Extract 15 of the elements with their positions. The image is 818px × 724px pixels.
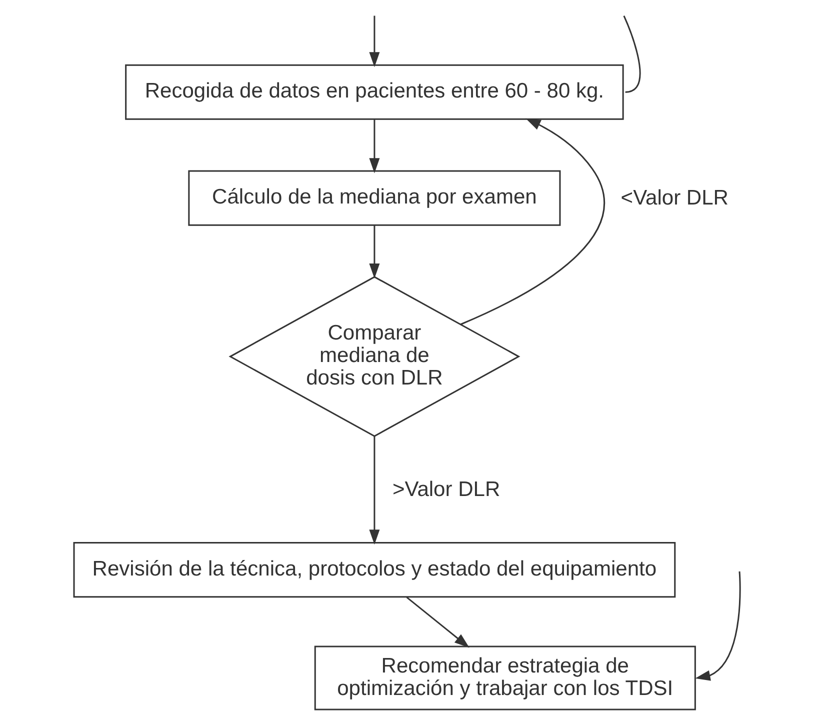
arrow — [369, 16, 380, 68]
node-box: Cálculo de la mediana por examen — [188, 170, 561, 226]
arrow — [406, 596, 470, 648]
arrow — [369, 225, 380, 279]
node-box: Recogida de datos en pacientes entre 60 - 80 kg. — [125, 64, 624, 120]
arrow — [369, 120, 380, 174]
edge-label: <Valor DLR — [620, 186, 728, 210]
node-box: Recomendar estrategia de optimización y trabajar con los TDSI — [314, 646, 696, 710]
node-diamond: Comparar mediana de dosis con DLR — [228, 276, 520, 437]
arrow — [369, 436, 380, 545]
connector — [623, 15, 641, 93]
arrow — [695, 571, 741, 681]
node-box: Revisión de la técnica, protocolos y estado del equipamiento — [73, 542, 676, 598]
edge-label: >Valor DLR — [392, 478, 500, 501]
arrow — [460, 118, 605, 326]
